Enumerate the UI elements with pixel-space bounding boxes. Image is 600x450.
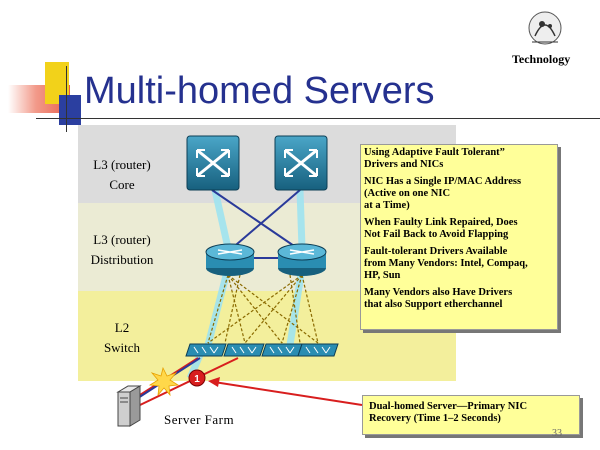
bullet-2-line-2: (Active on one NIC [364,188,451,199]
callout-bullet-4: Fault-tolerant Drivers Available from Ma… [364,246,554,282]
dual-homed-server-callout: Dual-homed Server—Primary NIC Recovery (… [362,395,580,435]
distribution-label-line2: Distribution [90,252,154,267]
logo-label: Technology [512,52,571,66]
access-links [207,274,319,344]
access-switch-2-icon [223,343,265,357]
core-links [211,189,301,259]
bullet-3-line-1: When Faulty Link Repaired, Does [364,217,518,228]
failure-marker: 1 [188,369,206,387]
bullet-3-line-2: Not Fail Back to Avoid Flapping [364,229,509,240]
core-label-line1: L3 (router) [93,157,151,172]
bullet-5-line-2: that also Support etherchannel [364,299,503,310]
switch-label-line2: Switch [103,340,141,355]
server-callout-line-2: Recovery (Time 1–2 Seconds) [369,413,501,424]
server-farm-label: Server Farm [164,412,235,427]
distribution-layer-label: L3 (router) Distribution [62,230,182,270]
bullet-5-line-1: Many Vendors also Have Drivers [364,287,513,298]
page-number: 33 [552,428,562,439]
callout-bullet-1: Using Adaptive Fault Tolerant” Drivers a… [364,147,554,171]
bullet-1-line-1: Using Adaptive Fault Tolerant” [364,147,505,158]
core-router-right-icon [274,135,328,191]
title-vertical-rule [66,66,67,132]
bullet-4-line-3: HP, Sun [364,270,401,281]
callout-bullet-3: When Faulty Link Repaired, Does Not Fail… [364,217,554,241]
callout-arrow [208,377,363,406]
slide-title: Multi-homed Servers [84,70,435,112]
access-switch-3-icon [261,343,303,357]
title-underline-rule [36,118,600,119]
bullet-2-line-3: at a Time) [364,200,410,211]
callout-bullet-2: NIC Has a Single IP/MAC Address (Active … [364,176,554,212]
link-failure-burst-icon [148,366,180,397]
server-links [137,357,239,406]
features-callout: Using Adaptive Fault Tolerant” Drivers a… [360,144,558,330]
access-switch-1-icon [185,343,227,357]
switch-label-line1: L2 [114,320,130,335]
distribution-router-left-icon [205,243,255,276]
core-label-line2: Core [109,177,135,192]
bullet-4-line-1: Fault-tolerant Drivers Available [364,246,508,257]
access-switch-4-icon [297,343,339,357]
core-router-left-icon [186,135,240,191]
core-layer-label: L3 (router) Core [62,155,182,195]
distribution-label-line1: L3 (router) [93,232,151,247]
bullet-2-line-1: NIC Has a Single IP/MAC Address [364,176,522,187]
distribution-router-right-icon [277,243,327,276]
bullet-1-line-2: Drivers and NICs [364,159,444,170]
switch-layer-label: L2 Switch [62,318,182,358]
title-decoration-blue [59,95,81,125]
bullet-4-line-2: from Many Vendors: Intel, Compaq, [364,258,528,269]
callout-bullet-5: Many Vendors also Have Drivers that also… [364,287,554,311]
server-callout-line-1: Dual-homed Server—Primary NIC [369,401,528,412]
failure-marker-label: 1 [194,374,200,385]
server-icon [116,385,142,427]
cisco-technology-logo-icon [528,11,562,45]
